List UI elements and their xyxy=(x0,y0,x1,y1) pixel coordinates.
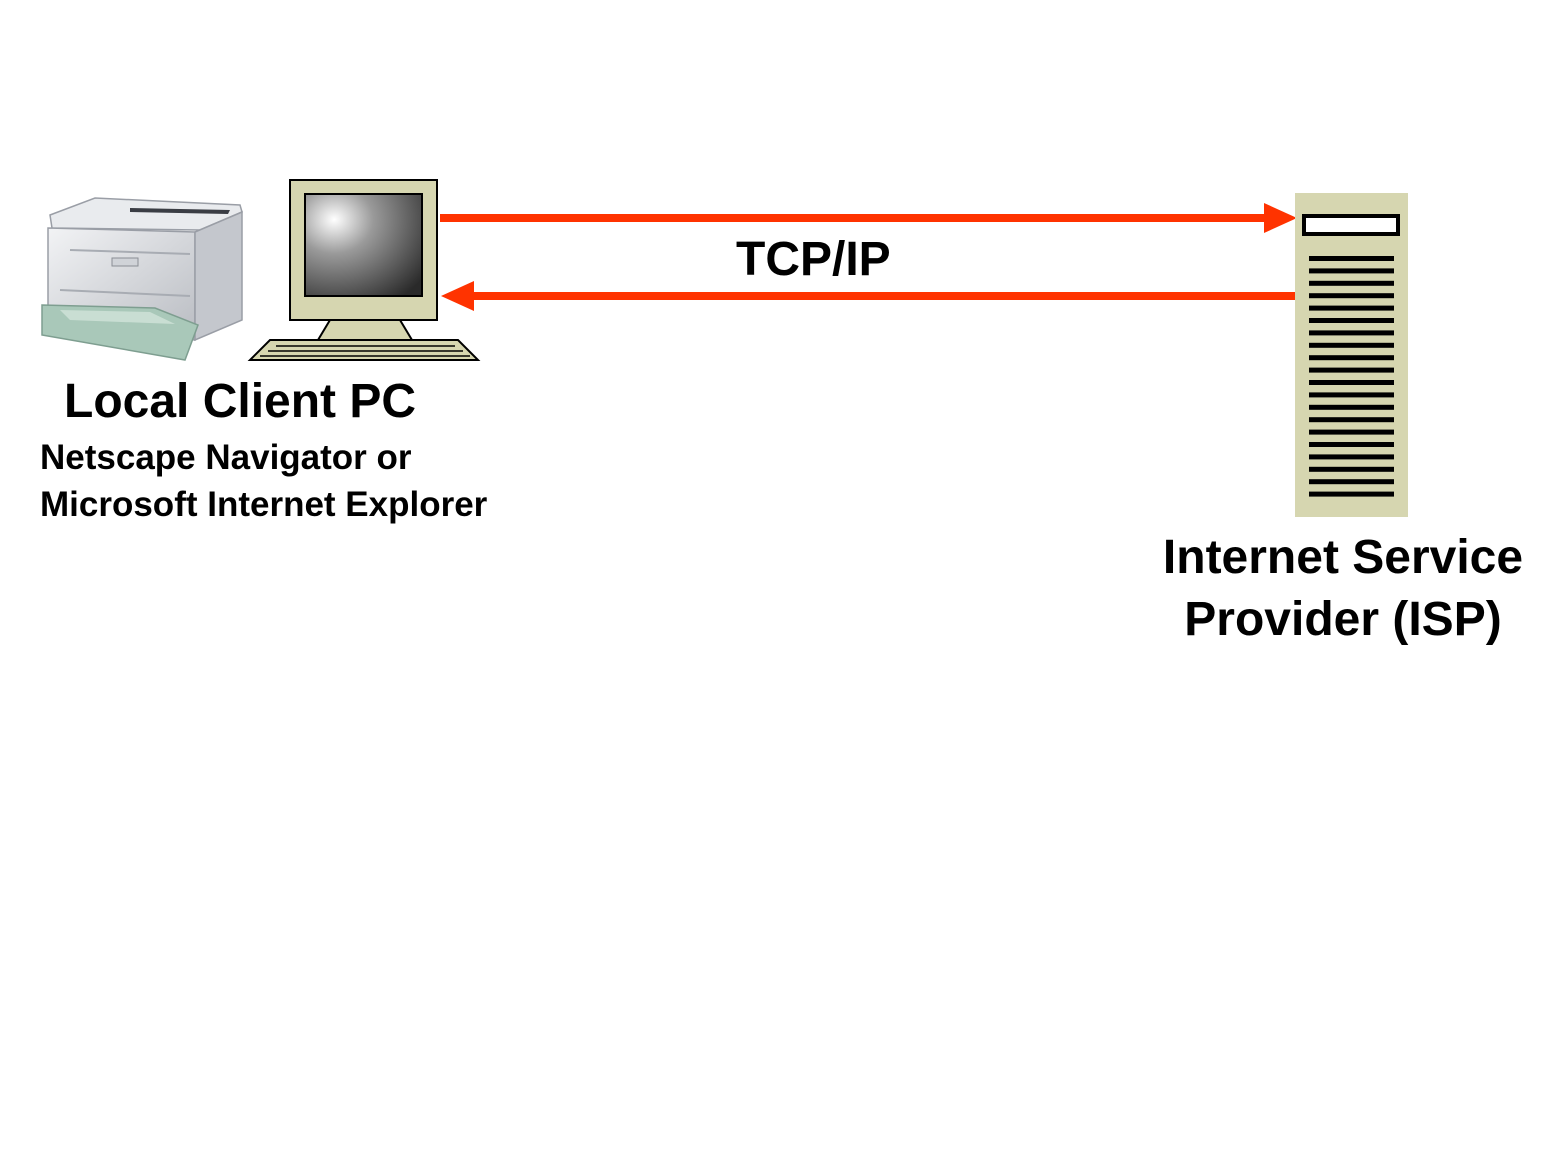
server-vent-slot xyxy=(1309,367,1394,373)
server-vent-slot xyxy=(1309,305,1394,311)
client-subtitle-line-1: Netscape Navigator or xyxy=(40,438,412,477)
printer-icon xyxy=(41,197,243,361)
server-vent-slot xyxy=(1309,330,1394,336)
server-vent-slot xyxy=(1309,318,1394,323)
client-subtitle-line-2: Microsoft Internet Explorer xyxy=(40,485,488,524)
server-vent-slots xyxy=(1309,256,1394,497)
server-vent-slot xyxy=(1309,392,1394,398)
server-vent-slot xyxy=(1309,280,1394,286)
server-vent-slot xyxy=(1309,380,1394,385)
server-vent-slot xyxy=(1309,491,1394,497)
server-vent-slot xyxy=(1309,454,1394,460)
server-vent-slot xyxy=(1309,479,1394,485)
server-vent-slot xyxy=(1309,429,1394,435)
server-vent-slot xyxy=(1309,417,1394,423)
protocol-label: TCP/IP xyxy=(736,233,891,286)
server-vent-slot xyxy=(1309,256,1394,261)
server-tower-icon xyxy=(1295,193,1408,517)
computer-monitor-icon xyxy=(247,179,481,361)
response-arrow xyxy=(441,281,1296,311)
server-vent-slot xyxy=(1309,404,1394,410)
request-arrow xyxy=(440,203,1297,233)
server-vent-slot xyxy=(1309,293,1394,299)
isp-title-line-1: Internet Service xyxy=(1162,531,1524,584)
isp-title-line-2: Provider (ISP) xyxy=(1184,593,1502,646)
server-vent-slot xyxy=(1309,268,1394,274)
client-title: Local Client PC xyxy=(64,375,417,428)
server-vent-slot xyxy=(1309,342,1394,348)
server-vent-slot xyxy=(1309,442,1394,447)
server-vent-slot xyxy=(1309,355,1394,361)
server-vent-slot xyxy=(1309,466,1394,472)
